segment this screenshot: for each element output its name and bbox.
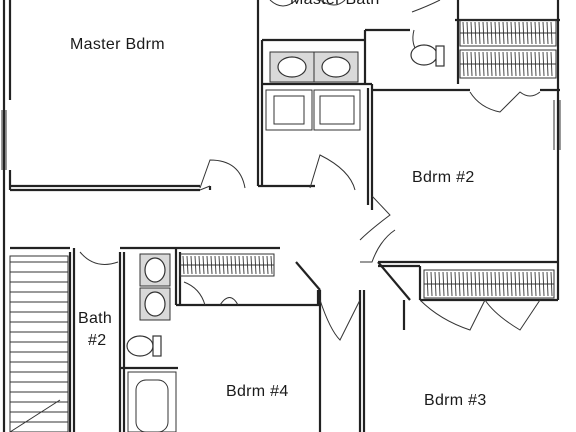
- door-swings: [79, 0, 541, 341]
- bath-fixtures: [126, 44, 445, 432]
- room-labels: Master Bath Master Bdrm Bdrm #2 Bath #2 …: [70, 0, 487, 409]
- room-label-master-bdrm: Master Bdrm: [70, 36, 165, 53]
- room-label-master-bath: Master Bath: [290, 0, 380, 8]
- room-label-bdrm-3: Bdrm #3: [424, 392, 487, 409]
- room-label-bdrm-2: Bdrm #2: [412, 169, 475, 186]
- closet-shelves: [179, 19, 557, 299]
- staircase: [9, 255, 69, 432]
- room-label-bath-2: Bath: [78, 310, 112, 327]
- room-label-bdrm-4: Bdrm #4: [226, 383, 289, 400]
- room-label-bath-2-number: #2: [88, 332, 106, 349]
